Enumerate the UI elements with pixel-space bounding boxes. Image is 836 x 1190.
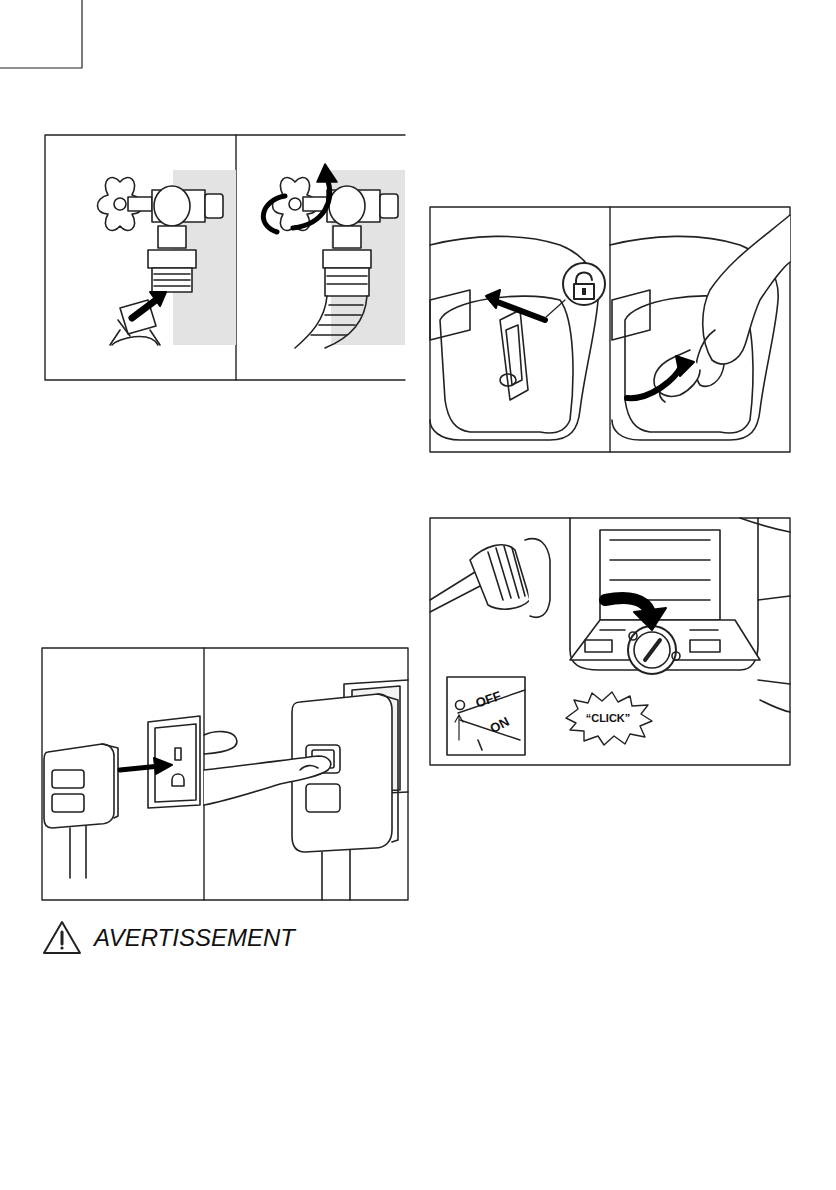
warning-icon: [44, 922, 80, 953]
click-sound-label: “CLICK”: [586, 713, 631, 724]
crop-mark: [0, 0, 82, 68]
plug-panel: [42, 648, 408, 900]
switch-off-label: OFF: [474, 689, 503, 710]
tap-panel: [45, 135, 405, 380]
warning-heading: AVERTISSEMENT: [94, 926, 295, 950]
switch-on-label: ON: [488, 715, 511, 736]
switch-panel: [430, 518, 790, 765]
trigger-lock-panel: [430, 207, 790, 452]
